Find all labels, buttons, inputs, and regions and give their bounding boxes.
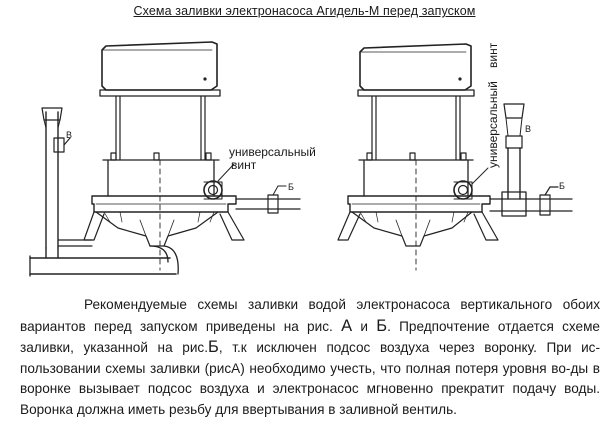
right-valve-v-label: В [525, 124, 531, 134]
right-motor-housing [359, 43, 472, 91]
page-title: Схема заливки электронасоса Агидель-М пе… [133, 4, 476, 18]
left-pump-figure [29, 41, 301, 277]
description-paragraph: Рекомендуемые схемы заливки водой электр… [20, 295, 600, 420]
left-screw-label-line2: винт [231, 158, 257, 172]
right-valve-b-label: Б [559, 181, 565, 191]
right-pump-figure [337, 43, 573, 271]
right-screw-label-line1: универсальный [486, 81, 500, 168]
right-screw-label-line2: винт [486, 42, 500, 68]
paragraph-part-4: ) необходимо учесть, что полная потеря у… [20, 360, 600, 417]
right-funnel [503, 103, 525, 119]
paragraph-and: и [352, 318, 377, 334]
figure-ref-b: Б [376, 316, 388, 335]
figure-ref-b-2: Б [208, 338, 219, 356]
left-motor-housing [101, 41, 218, 91]
figure-ref-a: А [341, 316, 353, 335]
left-screw-label-line1: универсальный [229, 145, 316, 159]
figure-ref-a-2: А [231, 360, 241, 376]
paragraph-part-3: , т.к исключен подсос воздуха через воро… [20, 340, 600, 376]
pump-priming-diagram: универсальный винт Б В [29, 41, 573, 277]
left-valve-v-label: В [66, 130, 72, 140]
paragraph-part-2: . Предпочтение отдается схеме заливки, у… [20, 318, 600, 356]
paragraph-part-1: Рекомендуемые схемы заливки водой электр… [20, 297, 600, 334]
left-valve-b-label: Б [288, 182, 294, 192]
left-funnel [41, 107, 63, 121]
